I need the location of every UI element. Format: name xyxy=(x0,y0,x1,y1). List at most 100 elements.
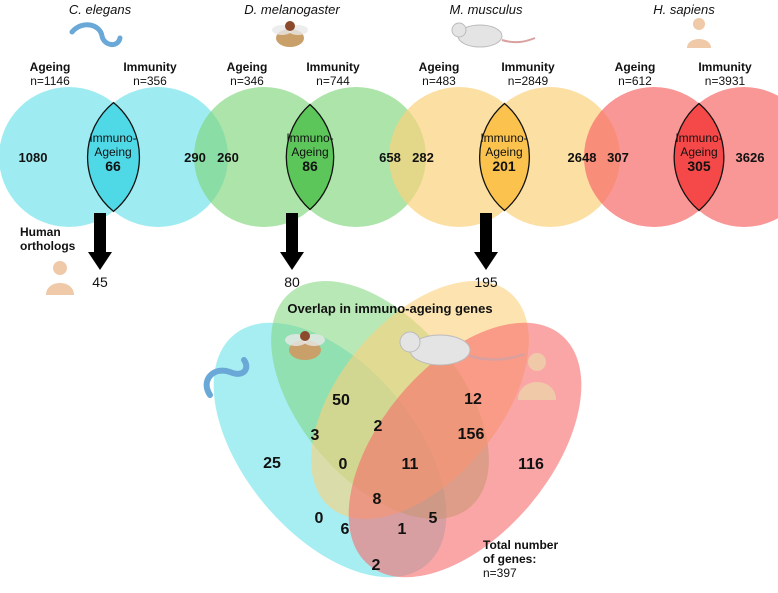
immuno-ageing-line1: Immuno- xyxy=(675,131,723,145)
hsap-immunity-header: Immunity n=3931 xyxy=(685,60,765,88)
fly-icon xyxy=(272,21,308,47)
immuno-ageing-line2: Ageing xyxy=(485,145,523,159)
celegans-human-orthologs: 45 xyxy=(92,274,108,290)
mmus-ageing-only: 282 xyxy=(412,150,434,165)
celegans-ageing-only: 1080 xyxy=(18,150,48,165)
total-value: n=397 xyxy=(483,566,517,580)
venn-dmelanogaster xyxy=(194,87,426,227)
human-orthologs-icon xyxy=(46,261,74,295)
total-genes: Total number of genes: n=397 xyxy=(483,538,573,580)
dmel-overlap xyxy=(285,103,335,211)
venn4-worm-icon xyxy=(203,357,250,398)
overlap-title: Overlap in immuno-ageing genes xyxy=(287,301,493,316)
species-title-mmus: M. musculus xyxy=(449,2,523,17)
species-title-celegans: C. elegans xyxy=(68,2,132,17)
venn4-worm-fly: 3 xyxy=(310,427,320,444)
venn4-worm-fly-human: 1 xyxy=(397,521,407,538)
immuno-ageing-line2: Ageing xyxy=(94,145,132,159)
venn-four-way xyxy=(213,281,582,578)
venn4-mouse-only: 12 xyxy=(464,391,482,408)
immuno-ageing-line2: Ageing xyxy=(291,145,329,159)
celegans-immunity-n: n=356 xyxy=(133,74,167,88)
hsap-ageing-header: Ageing n=612 xyxy=(600,60,670,88)
venn4-human-only: 116 xyxy=(518,456,544,473)
celegans-overlap xyxy=(86,101,141,213)
dmel-ageing-n: n=346 xyxy=(230,74,264,88)
celegans-immuno-ageing: Immuno- Ageing 66 xyxy=(78,131,148,174)
celegans-ageing-n: n=1146 xyxy=(30,74,70,88)
hsap-ageing-only: 307 xyxy=(607,150,629,165)
celegans-immunity-only: 290 xyxy=(184,150,206,165)
venn4-all-four: 8 xyxy=(372,491,382,508)
immuno-ageing-line1: Immuno- xyxy=(480,131,528,145)
immunity-label: Immunity xyxy=(123,60,177,74)
venn4-fly-mouse: 2 xyxy=(373,418,383,435)
hsap-ageing-n: n=612 xyxy=(618,74,652,88)
human-orthologs-label: Human orthologs xyxy=(20,225,90,253)
mmus-immunity-only: 2648 xyxy=(567,150,597,165)
immuno-ageing-line1: Immuno- xyxy=(89,131,137,145)
celegans-overlap-count: 66 xyxy=(105,158,121,174)
mmus-overlap xyxy=(478,102,531,212)
dmel-immuno-ageing: Immuno- Ageing 86 xyxy=(275,131,345,174)
arrow-mmus xyxy=(474,213,498,270)
species-title-dmel: D. melanogaster xyxy=(244,2,340,17)
venn4-mouse-human: 156 xyxy=(457,426,485,443)
total-line2: of genes: xyxy=(483,552,537,566)
mouse-icon xyxy=(451,22,536,48)
immuno-ageing-line1: Immuno- xyxy=(286,131,334,145)
ageing-label: Ageing xyxy=(29,60,71,74)
total-line1: Total number xyxy=(483,538,559,552)
dmel-immunity-header: Immunity n=744 xyxy=(293,60,373,88)
venn4-worm-mouse-human: 6 xyxy=(340,521,350,538)
dmel-ageing-only: 260 xyxy=(217,150,239,165)
immunity-label: Immunity xyxy=(501,60,555,74)
dmel-human-orthologs: 80 xyxy=(284,274,300,290)
hsap-immunity-only: 3626 xyxy=(735,150,765,165)
venn4-worm-human: 2 xyxy=(371,557,381,574)
venn4-mouse-icon xyxy=(399,331,526,366)
mmus-human-orthologs: 195 xyxy=(474,274,498,290)
mmus-ageing-header: Ageing n=483 xyxy=(404,60,474,88)
venn4-fly-only: 50 xyxy=(332,392,350,409)
venn4-worm-mouse: 0 xyxy=(314,510,324,527)
human-ellipse xyxy=(348,322,582,578)
arrow-dmel xyxy=(280,213,304,270)
mmus-overlap-count: 201 xyxy=(492,158,516,174)
venn-hsapiens xyxy=(584,87,778,227)
venn4-fly-mouse-human: 11 xyxy=(401,456,419,473)
mmus-immunity-header: Immunity n=2849 xyxy=(488,60,568,88)
hsap-overlap-count: 305 xyxy=(687,158,711,174)
mmus-ageing-n: n=483 xyxy=(422,74,456,88)
arrow-celegans xyxy=(88,213,112,270)
ageing-label: Ageing xyxy=(226,60,268,74)
mmus-immunity-n: n=2849 xyxy=(507,74,549,88)
venn4-worm-fly-mouse: 0 xyxy=(338,456,348,473)
celegans-ageing-header: Ageing n=1146 xyxy=(15,60,85,88)
dmel-immunity-only: 658 xyxy=(379,150,401,165)
venn-celegans xyxy=(0,87,228,227)
human-icon xyxy=(687,18,711,48)
hsap-immuno-ageing: Immuno- Ageing 305 xyxy=(664,131,734,174)
dmel-overlap-count: 86 xyxy=(302,158,318,174)
celegans-immunity-header: Immunity n=356 xyxy=(110,60,190,88)
hsap-immunity-n: n=3931 xyxy=(704,74,746,88)
mmus-immuno-ageing: Immuno- Ageing 201 xyxy=(469,131,539,174)
species-title-hsap: H. sapiens xyxy=(653,2,715,17)
venn4-worm-only: 25 xyxy=(263,455,281,472)
venn-mmusculus xyxy=(389,87,620,227)
venn4-fly-icon xyxy=(285,331,325,360)
immunity-label: Immunity xyxy=(306,60,360,74)
venn4-fly-human: 5 xyxy=(428,510,438,527)
ageing-label: Ageing xyxy=(614,60,656,74)
ageing-label: Ageing xyxy=(418,60,460,74)
immuno-ageing-line2: Ageing xyxy=(680,145,718,159)
human-orthologs-line1: Human xyxy=(20,225,61,239)
worm-icon xyxy=(69,22,123,47)
human-orthologs-line2: orthologs xyxy=(20,239,76,253)
hsap-overlap xyxy=(673,102,725,212)
dmel-immunity-n: n=744 xyxy=(316,74,350,88)
immunity-label: Immunity xyxy=(698,60,752,74)
venn4-human-icon xyxy=(518,353,556,400)
